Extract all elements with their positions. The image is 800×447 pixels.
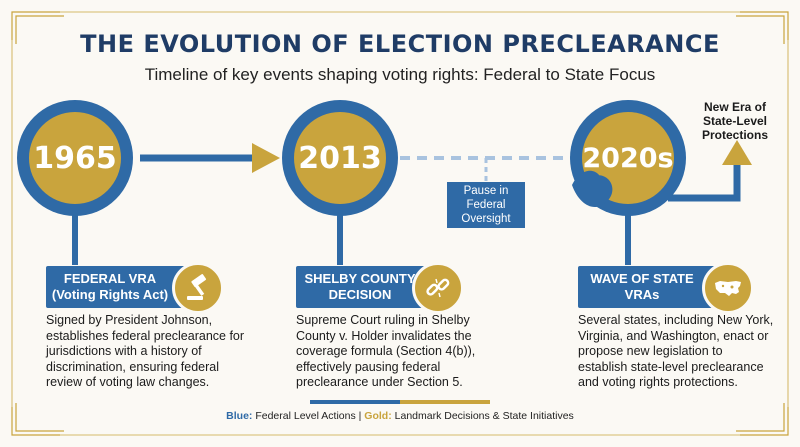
circle-2020s	[570, 100, 686, 216]
description-2020s: Several states, including New York, Virg…	[578, 313, 783, 391]
legend-gold-label: Gold:	[364, 410, 392, 422]
legend-blue-bar	[310, 400, 400, 404]
description-line: Several states, including New York,	[578, 313, 774, 327]
pause-dashed-line	[400, 156, 580, 182]
banner-state-vras-title: WAVE OF STATE	[590, 271, 694, 286]
description-line: discrimination, ensuring federal	[46, 359, 220, 374]
broken-chain-icon	[412, 262, 464, 314]
description-line: Signed by President Johnson,	[46, 313, 213, 327]
legend-blue-text: Federal Level Actions |	[252, 410, 365, 422]
banner-federal-vra-subtitle: (Voting Rights Act)	[51, 287, 169, 302]
year-2020s: 2020s	[582, 143, 674, 174]
legend-gold-text: Landmark Decisions & State Initiatives	[391, 410, 574, 422]
banner-federal-vra-title: FEDERAL VRA	[63, 271, 157, 286]
description-line: and voting rights protections.	[578, 375, 738, 389]
description-line: County v. Holder invalidates the	[296, 328, 472, 343]
new-era-label: New Era of State-Level Protections	[686, 100, 784, 142]
banner-federal-vra: FEDERAL VRA (Voting Rights Act)	[46, 266, 196, 308]
description-line: jurisdictions with a history of	[46, 344, 202, 358]
new-era-line-2: State-Level	[702, 114, 768, 128]
description-line: establishes federal preclearance for	[46, 328, 245, 343]
decorative-frame	[11, 11, 789, 436]
banner-shelby-subtitle: DECISION	[328, 287, 392, 302]
description-line: effectively pausing federal	[296, 359, 441, 374]
wave-icon	[572, 170, 613, 208]
legend: Blue: Federal Level Actions | Gold: Land…	[0, 410, 800, 422]
description-line: review of voting law changes.	[46, 375, 210, 389]
description-line: Virginia, and Washington, enact or	[578, 328, 769, 343]
pause-line-3: Oversight	[461, 213, 511, 225]
description-line: preclearance under Section 5.	[296, 375, 463, 389]
year-1965: 1965	[33, 141, 117, 176]
gavel-icon	[172, 262, 224, 314]
pause-line-1: Pause in	[463, 185, 509, 197]
legend-blue-label: Blue:	[226, 410, 253, 422]
description-1965: Signed by President Johnson, establishes…	[46, 313, 276, 391]
description-line: coverage formula (Section 4(b)),	[296, 344, 476, 358]
page-title: THE EVOLUTION OF ELECTION PRECLEARANCE	[80, 30, 720, 58]
description-line: Supreme Court ruling in Shelby	[296, 313, 470, 327]
description-2013: Supreme Court ruling in Shelby County v.…	[296, 313, 511, 391]
pause-line-2: Federal	[466, 199, 506, 211]
description-line: propose new legislation to	[578, 344, 723, 358]
banner-state-vras-subtitle: VRAs	[624, 287, 660, 302]
page-subtitle: Timeline of key events shaping voting ri…	[144, 65, 656, 84]
arrow-1965-to-2013	[140, 143, 280, 173]
banner-shelby-title: SHELBY COUNTY	[304, 271, 416, 286]
new-era-line-3: Protections	[701, 128, 768, 142]
description-line: establish state-level preclearance	[578, 359, 764, 374]
new-era-arrow	[668, 140, 752, 202]
us-map-icon	[702, 262, 754, 314]
pause-box: Pause in Federal Oversight	[447, 182, 525, 228]
circle-2013	[282, 100, 398, 216]
circle-1965	[17, 100, 133, 216]
new-era-line-1: New Era of	[703, 100, 766, 114]
legend-gold-bar	[400, 400, 490, 404]
year-2013: 2013	[298, 141, 382, 176]
